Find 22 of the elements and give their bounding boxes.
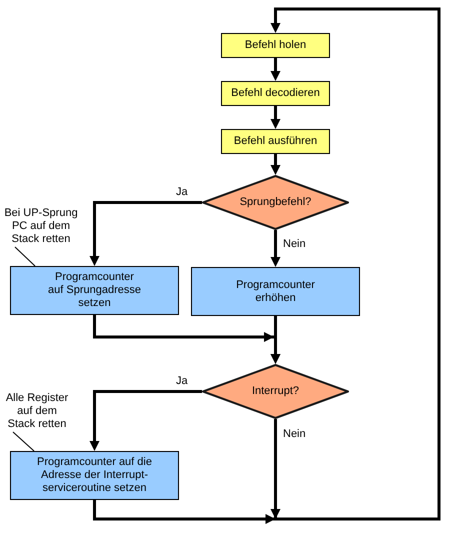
process-box: Befehl decodieren — [221, 81, 330, 106]
leader-line — [12, 432, 34, 452]
arrow — [270, 154, 280, 175]
process-box: Programcounter auf Sprungadresse setzen — [10, 266, 179, 315]
process-box: Befehl holen — [221, 33, 330, 58]
process-box: Programcounter erhöhen — [191, 267, 360, 316]
arrow — [90, 390, 202, 451]
arrow — [270, 316, 280, 364]
arrow — [270, 58, 280, 81]
arrow — [90, 201, 202, 266]
decision-diamond: Interrupt? — [202, 364, 349, 419]
arrow — [270, 230, 280, 267]
leader-line — [14, 246, 36, 266]
arrow — [270, 8, 440, 520]
arrow — [270, 106, 280, 129]
arrow — [270, 419, 280, 519]
arrow — [93, 500, 276, 524]
process-box: Programcounter auf die Adresse der Interrupt-serviceroutine setzen — [10, 451, 179, 500]
annotation-text: Alle Register auf dem Stack retten — [4, 391, 70, 432]
process-box: Befehl ausführen — [221, 129, 330, 154]
decision-diamond: Sprungbefehl? — [202, 175, 349, 230]
annotation-text: Bei UP-Sprung PC auf dem Stack retten — [2, 206, 80, 247]
